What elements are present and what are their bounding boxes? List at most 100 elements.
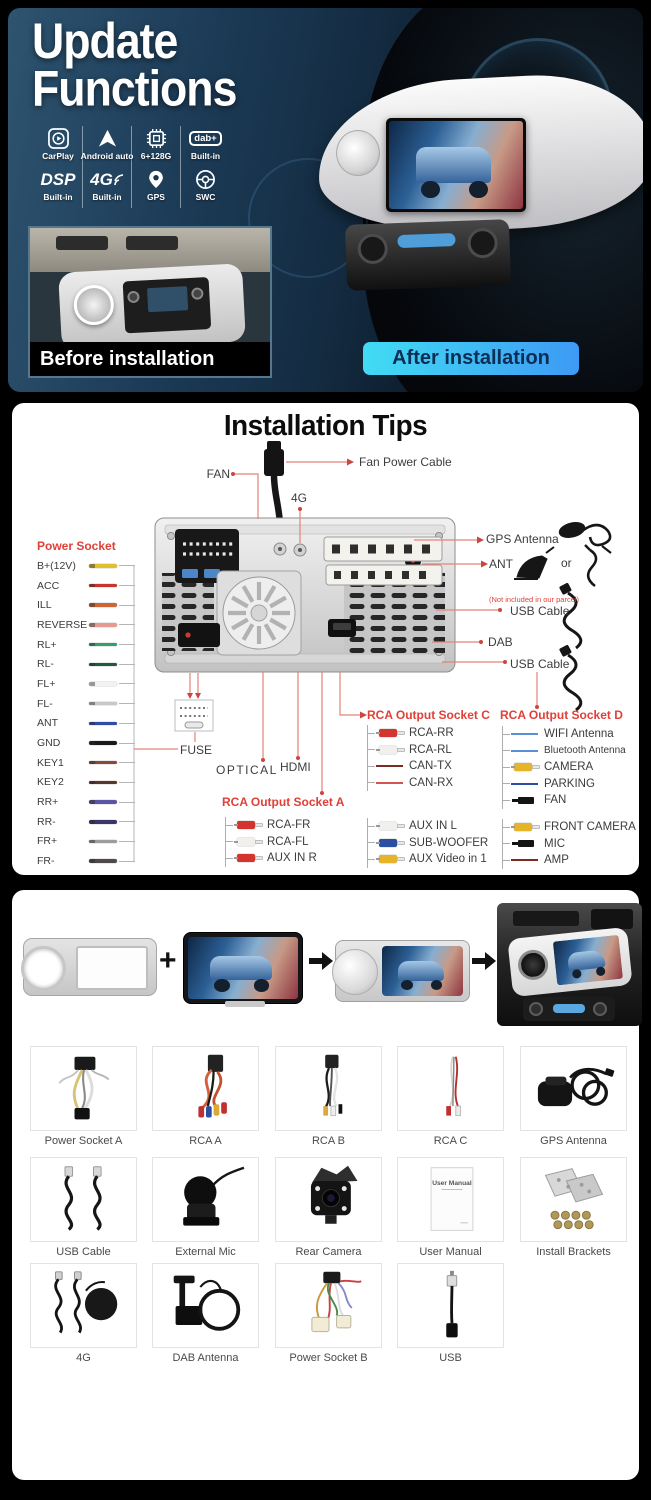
connector-label: WIFI Antenna (544, 728, 614, 741)
wire-label: GND (37, 737, 61, 750)
installed-screen (552, 934, 624, 986)
wire-stub (119, 585, 135, 587)
wire-row: ANT (37, 714, 135, 734)
fan-power-cable-label: Fan Power Cable (359, 455, 452, 469)
radio-screen (147, 286, 189, 313)
connector-row: AUX Video in 1 (368, 851, 488, 868)
connector-row: RCA-RL (368, 742, 454, 759)
rca-connector-icon (376, 838, 406, 848)
connector-row: SUB-WOOFER (368, 835, 488, 852)
connector-label: RCA-FR (267, 819, 311, 832)
wire-color-swatch (89, 603, 117, 607)
frame-round-opening (21, 946, 66, 991)
power-socket-header: Power Socket (37, 539, 116, 553)
wire-row: RL+ (37, 635, 135, 655)
memory-chip-icon (146, 127, 167, 150)
wire-icon (376, 778, 406, 788)
feature-label: CarPlay (42, 151, 74, 161)
dash-center-panel (507, 926, 633, 998)
connector-label: AUX IN L (409, 820, 457, 833)
package-item-label: External Mic (175, 1246, 236, 1258)
after-installation-label: After installation (363, 342, 579, 375)
wire-stub (119, 565, 135, 567)
connector-row: AMP (503, 852, 636, 869)
package-item-4g (30, 1263, 137, 1348)
dash-vent (513, 911, 579, 926)
feature-label: Android auto (80, 151, 134, 161)
climate-knob (593, 1002, 607, 1016)
connector-row: PARKING (503, 776, 626, 793)
wire-label: KEY1 (37, 756, 64, 769)
connector-row: Bluetooth Antenna (503, 743, 626, 760)
rca-connector-icon (511, 822, 541, 832)
plug-icon (511, 795, 541, 805)
usb-cable-label-1: USB Cable (510, 604, 570, 618)
rca-socket-a-header: RCA Output Socket A (222, 795, 345, 809)
or-label: or (561, 556, 572, 570)
package-contents-panel: + Power Socket A (12, 890, 642, 1480)
connector-label: CAMERA (544, 761, 594, 774)
car-wheel (469, 180, 489, 199)
connector-label: RCA-RL (409, 743, 452, 756)
wire-row: FR+ (37, 832, 135, 852)
wire-icon (376, 761, 406, 771)
package-item-label: 4G (76, 1352, 91, 1364)
connector-label: AUX IN R (267, 852, 317, 865)
rca-connector-icon (376, 728, 406, 738)
wire-color-swatch (89, 820, 117, 824)
wire-stub (119, 781, 135, 783)
wire-label: REVERSE (37, 618, 88, 631)
package-item-external-mic (152, 1157, 259, 1242)
climate-knob (529, 1002, 543, 1016)
wire-row: ILL (37, 595, 135, 615)
wire-color-swatch (89, 682, 117, 686)
rca-socket-d-rows: WIFI Antenna Bluetooth Antenna CAMERA PA… (502, 726, 626, 809)
climate-knob (467, 227, 499, 259)
wire-row: KEY1 (37, 753, 135, 773)
fuse-label: FUSE (180, 743, 213, 757)
package-item-label: DAB Antenna (172, 1352, 239, 1364)
wire-color-swatch (89, 564, 117, 568)
frame-with-unit-image (332, 940, 470, 1002)
package-item-label: RCA B (311, 1135, 345, 1147)
package-item-label: RCA A (189, 1135, 222, 1147)
before-installation-photo: Before installation (28, 226, 272, 378)
plug-icon (511, 839, 541, 849)
connector-row: WIFI Antenna (503, 726, 626, 743)
factory-radio (122, 277, 212, 334)
wire-stub (119, 624, 135, 626)
wire-color-swatch (89, 859, 117, 863)
wire-color-swatch (89, 701, 117, 706)
front-camera-rows: FRONT CAMERA MIC AMP (502, 819, 636, 869)
gps-pin-icon (146, 168, 166, 191)
feature-grid: CarPlay Android auto 6+128G dab+ Built-i… (34, 126, 230, 208)
connector-label: RCA-FL (267, 835, 309, 848)
radio-knob (127, 290, 140, 304)
center-panel (58, 263, 246, 351)
connector-label: RCA-RR (409, 727, 454, 740)
dab-label: DAB (488, 635, 513, 649)
package-item-rear-camera (275, 1157, 382, 1242)
wire-row: REVERSE (37, 615, 135, 635)
feature-label: SWC (195, 192, 216, 202)
wire-row: B+(12V) (37, 556, 135, 576)
wire-row: KEY2 (37, 773, 135, 793)
head-unit-image (183, 932, 303, 1007)
package-item-rca-c (397, 1046, 504, 1131)
wire-stub (119, 801, 135, 803)
wire-label: RR+ (37, 796, 59, 809)
feature-storage: 6+128G (132, 126, 181, 167)
ant-doodles (514, 544, 598, 588)
dsp-icon: DSP (40, 169, 76, 189)
connector-row: AUX IN R (226, 850, 317, 867)
package-item-rca-a (152, 1046, 259, 1131)
hdmi-label: HDMI (280, 760, 311, 774)
wire-color-swatch (89, 780, 117, 785)
wire-row: FR- (37, 851, 135, 871)
package-item-label: GPS Antenna (540, 1135, 607, 1147)
title-line-2: Functions (32, 59, 237, 116)
rca-c-image (445, 1055, 461, 1116)
feature-swc: SWC (181, 167, 230, 208)
connector-row: RCA-FR (226, 817, 317, 834)
wire-label: B+(12V) (37, 559, 76, 572)
